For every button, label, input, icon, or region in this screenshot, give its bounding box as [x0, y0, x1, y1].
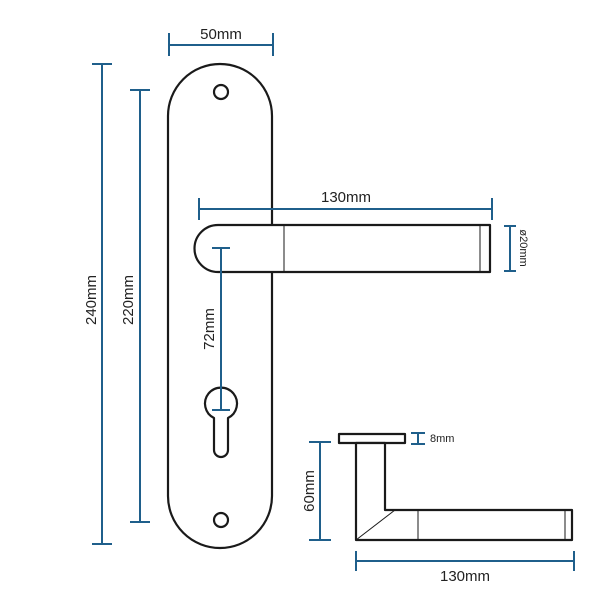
- label-lever-length: 130mm: [321, 189, 371, 206]
- dimension-lines: [92, 33, 575, 571]
- label-side-projection: 60mm: [301, 470, 318, 512]
- euro-cylinder-keyhole: [203, 386, 239, 459]
- top-screw-hole: [212, 83, 230, 101]
- side-lever-bevel: [355, 509, 396, 541]
- lever-outline: [193, 223, 492, 274]
- bottom-screw-hole: [212, 511, 230, 529]
- label-screw-spacing: 220mm: [120, 275, 137, 325]
- label-side-length: 130mm: [440, 568, 490, 585]
- side-rose: [337, 432, 407, 445]
- handle-side-view: [337, 432, 574, 542]
- dim-screw-spacing: [130, 89, 150, 523]
- lever-front-view: [193, 223, 492, 274]
- dimension-labels: 50mm 240mm 220mm 130mm ø20mm 72mm 8mm 60…: [83, 26, 529, 585]
- label-rose-thickness: 8mm: [430, 433, 454, 445]
- dim-side-projection: [309, 441, 331, 541]
- label-plate-width: 50mm: [200, 26, 242, 43]
- dim-lever-to-keyhole: [212, 247, 230, 411]
- label-lever-diameter: ø20mm: [517, 229, 529, 266]
- dim-lever-length: [198, 198, 493, 220]
- dim-plate-height: [92, 63, 112, 545]
- dim-plate-width: [168, 33, 274, 56]
- dim-rose-thickness: [411, 432, 425, 445]
- dim-side-length: [355, 551, 575, 571]
- label-plate-height: 240mm: [83, 275, 100, 325]
- side-lever-outline: [354, 441, 574, 542]
- dim-lever-diameter: [504, 225, 516, 272]
- label-lever-to-keyhole: 72mm: [201, 308, 218, 350]
